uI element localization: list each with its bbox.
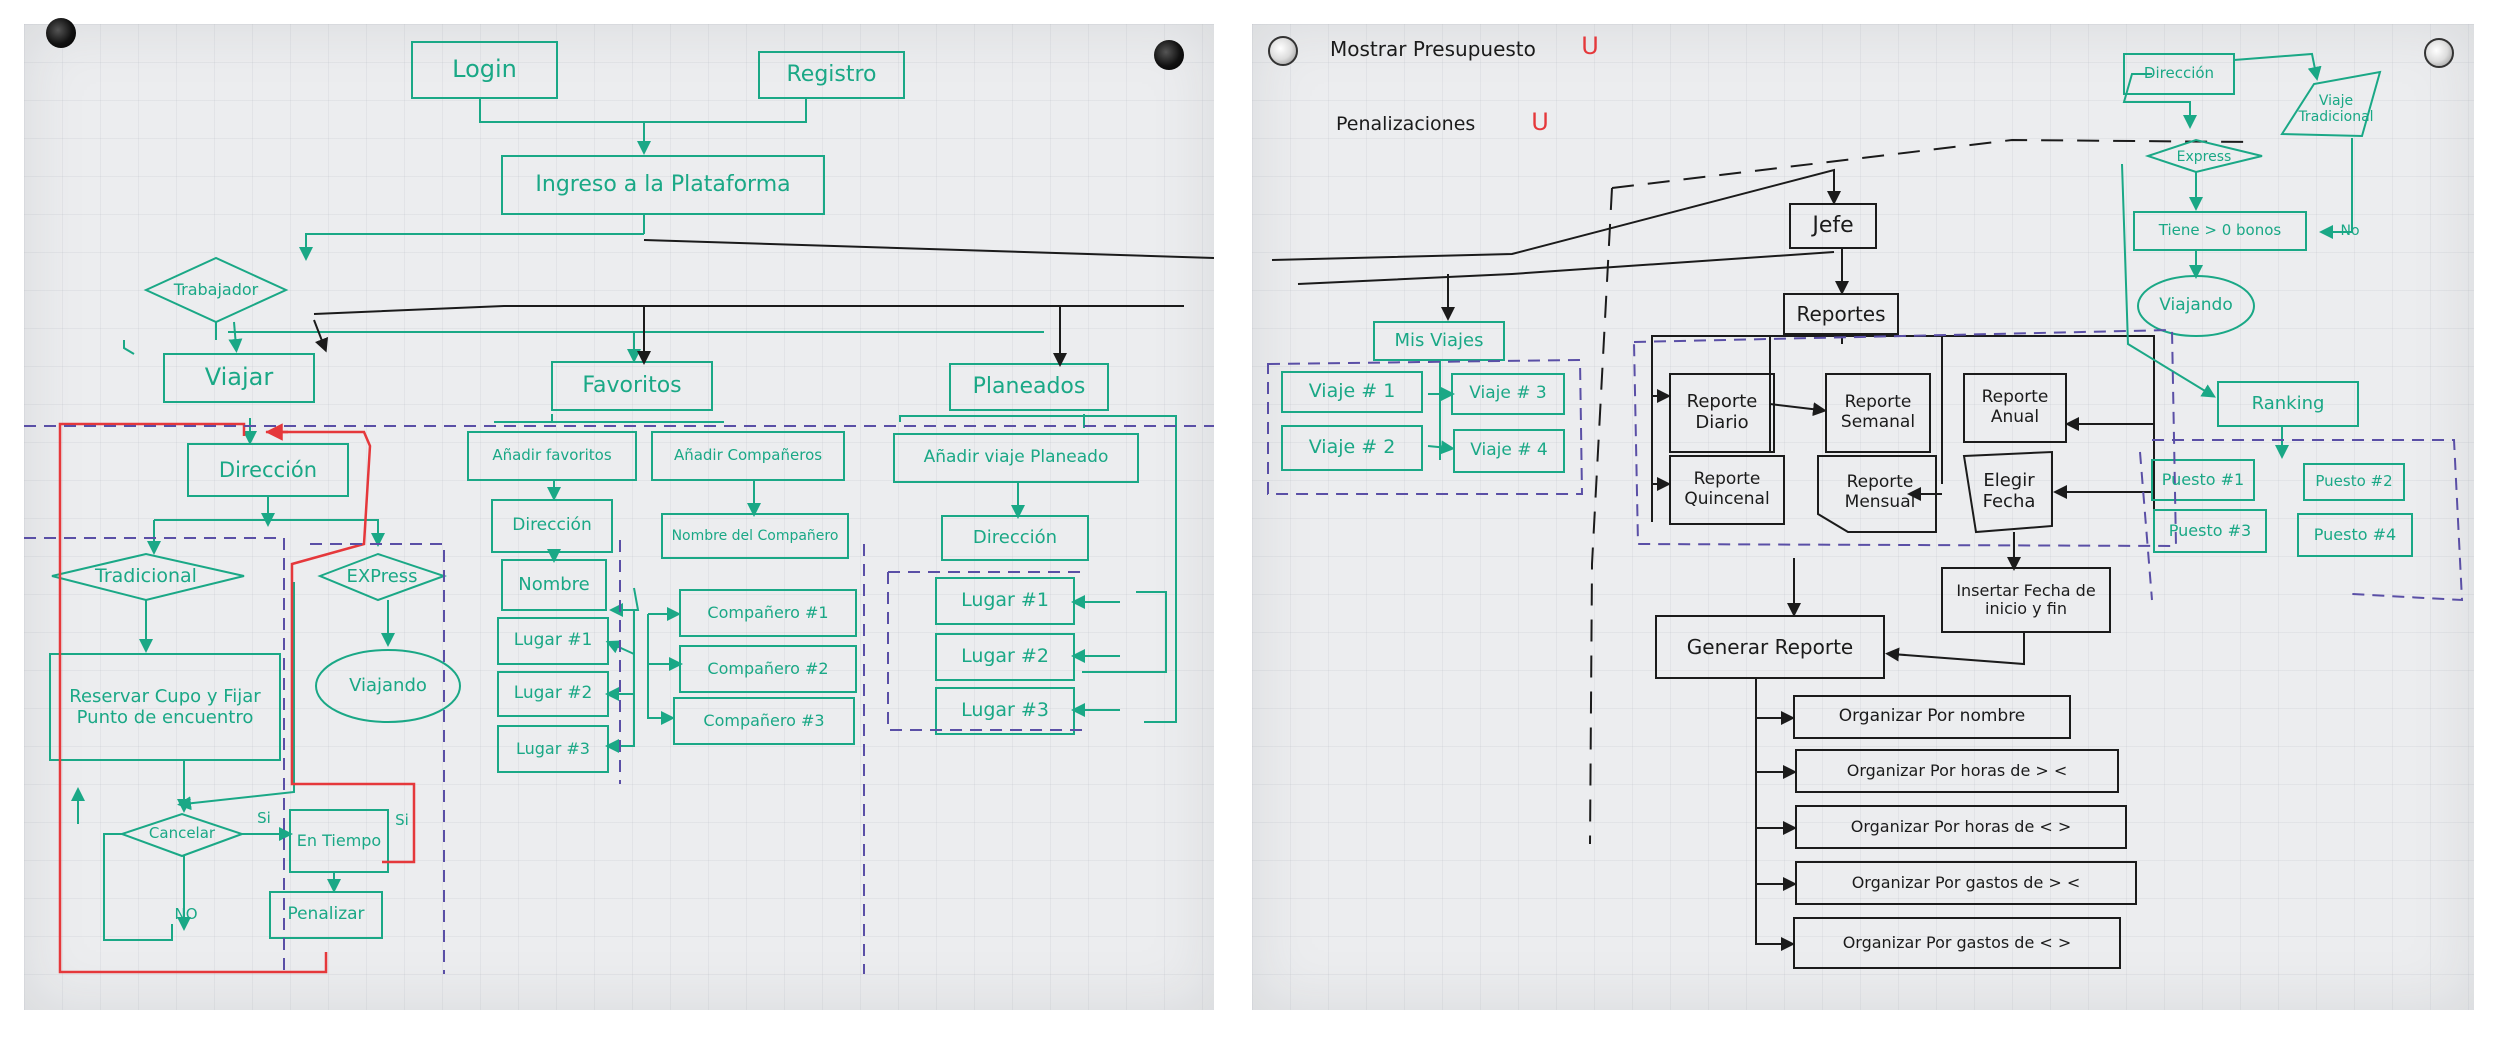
- reporte-semanal-box: Reporte Semanal: [1840, 392, 1916, 432]
- planeados-box: Planeados: [972, 374, 1086, 400]
- si-label-a-tiempo: Si: [395, 811, 409, 830]
- reportes-box: Reportes: [1796, 301, 1886, 326]
- reservar-cupo-box: Reservar Cupo y Fijar Punto de encuentro: [69, 686, 261, 728]
- organizar-nombre-box: Organizar Por nombre: [1838, 706, 2026, 727]
- puesto-3-box: Puesto #3: [2168, 520, 2252, 540]
- magnet: [1154, 40, 1184, 70]
- elegir-fecha-box: Elegir Fecha: [1982, 470, 2036, 512]
- ingreso-plataforma-box: Ingreso a la Plataforma: [535, 172, 791, 198]
- registro-box: Registro: [786, 62, 877, 88]
- organizar-horas-desc-box: Organizar Por horas de > <: [1846, 760, 2068, 780]
- viaje-4-box: Viaje # 4: [1470, 440, 1548, 461]
- no-label-cancelar: NO: [174, 905, 198, 924]
- anadir-viaje-planeado-box: Añadir viaje Planeado: [923, 447, 1109, 468]
- viajando-ellipse: Viajando: [2159, 295, 2233, 316]
- fav-lugar-2-box: Lugar #2: [513, 683, 593, 704]
- si-label-cancelar: Si: [257, 809, 271, 828]
- express-decision: Express: [2176, 148, 2232, 165]
- insertar-fecha-box: Insertar Fecha de inicio y fin: [1956, 580, 2096, 618]
- right-flowchart-lines: [1267, 52, 2464, 969]
- direccion-box: Dirección: [218, 457, 318, 482]
- login-box: Login: [452, 55, 517, 84]
- viaje-3-box: Viaje # 3: [1469, 383, 1547, 404]
- jefe-box: Jefe: [1812, 213, 1854, 239]
- no-label-bonos: No: [2340, 222, 2360, 239]
- express-decision: EXPress: [346, 565, 418, 587]
- penalizaciones-label: Penalizaciones: [1336, 113, 1476, 136]
- favoritos-box: Favoritos: [582, 373, 682, 399]
- mostrar-presupuesto-label: Mostrar Presupuesto: [1330, 36, 1536, 61]
- reporte-diario-box: Reporte Diario: [1686, 391, 1758, 433]
- tiene-bonos-box: Tiene > 0 bonos: [2158, 221, 2282, 240]
- cancelar-decision: Cancelar: [148, 824, 216, 843]
- fav-lugar-1-box: Lugar #1: [513, 630, 593, 651]
- anadir-favoritos-box: Añadir favoritos: [492, 446, 612, 465]
- organizar-gastos-asc-box: Organizar Por gastos de < >: [1842, 932, 2072, 952]
- anadir-companeros-box: Añadir Compañeros: [673, 446, 823, 465]
- penalizar-box: Penalizar: [287, 904, 365, 925]
- reporte-anual-box: Reporte Anual: [1981, 387, 2049, 427]
- a-tiempo-box: En Tiempo: [296, 830, 382, 850]
- ranking-box: Ranking: [2251, 392, 2325, 414]
- fav-lugar-3-box: Lugar #3: [516, 738, 590, 758]
- puesto-4-box: Puesto #4: [2313, 524, 2397, 544]
- viaje-2-box: Viaje # 2: [1308, 436, 1396, 459]
- viaje-tradicional-decision: Viaje Tradicional: [2298, 92, 2374, 125]
- companero-3-box: Compañero #3: [703, 710, 825, 730]
- organizar-horas-asc-box: Organizar Por horas de < >: [1850, 816, 2072, 836]
- nombre-companero-box: Nombre del Compañero: [671, 527, 839, 544]
- whiteboard-right: Mostrar Presupuesto U Penalizaciones U J…: [1252, 24, 2474, 1010]
- trabajador-decision: Trabajador: [173, 279, 259, 299]
- left-flowchart-lines: [24, 41, 1214, 974]
- plan-lugar-2-box: Lugar #2: [961, 645, 1049, 668]
- puesto-2-box: Puesto #2: [2315, 472, 2393, 491]
- mis-viajes-box: Mis Viajes: [1394, 329, 1484, 351]
- plan-lugar-1-box: Lugar #1: [961, 589, 1049, 612]
- magnet: [1268, 36, 1298, 66]
- organizar-gastos-desc-box: Organizar Por gastos de > <: [1851, 872, 2081, 892]
- mostrar-presupuesto-tag: U: [1581, 32, 1599, 61]
- reporte-mensual-box: Reporte Mensual: [1844, 472, 1916, 512]
- viaje-1-box: Viaje # 1: [1308, 380, 1396, 403]
- whiteboard-left: Login Registro Ingreso a la Plataforma T…: [24, 18, 1214, 1010]
- tradicional-decision: Tradicional: [95, 565, 197, 588]
- direccion-box: Dirección: [2143, 64, 2215, 83]
- penalizaciones-tag: U: [1531, 108, 1549, 137]
- viajando-ellipse: Viajando: [349, 674, 427, 696]
- magnet: [2424, 38, 2454, 68]
- puesto-1-box: Puesto #1: [2161, 469, 2245, 489]
- fav-direccion-box: Dirección: [512, 515, 592, 536]
- companero-2-box: Compañero #2: [707, 658, 829, 678]
- magnet: [46, 18, 76, 48]
- companero-1-box: Compañero #1: [707, 602, 829, 622]
- fav-nombre-box: Nombre: [518, 573, 590, 595]
- viajar-box: Viajar: [204, 363, 274, 392]
- reporte-quincenal-box: Reporte Quincenal: [1684, 469, 1770, 509]
- plan-lugar-3-box: Lugar #3: [961, 699, 1049, 722]
- generar-reporte-box: Generar Reporte: [1686, 634, 1854, 659]
- plan-direccion-box: Dirección: [972, 526, 1058, 548]
